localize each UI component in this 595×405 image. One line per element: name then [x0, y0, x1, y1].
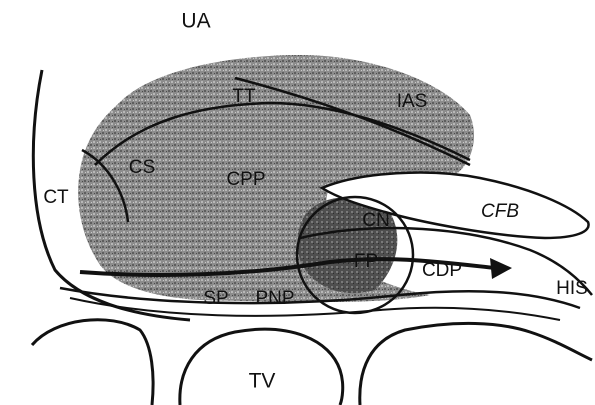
- label-sp: SP: [203, 288, 228, 309]
- valve-leaflet-right: [360, 323, 592, 405]
- label-cn: CN: [362, 210, 389, 231]
- label-ct: CT: [43, 187, 69, 208]
- label-cs: CS: [129, 157, 155, 178]
- valve-leaflet-left: [32, 320, 153, 405]
- label-fp: FP: [354, 251, 378, 272]
- label-tv: TV: [249, 370, 276, 393]
- conduction-arrowhead: [490, 258, 512, 279]
- label-his: HIS: [556, 278, 588, 299]
- label-cpp: CPP: [226, 169, 265, 190]
- label-ua: UA: [181, 10, 210, 33]
- label-pnp: PNP: [255, 288, 294, 309]
- label-cfb: CFB: [481, 201, 519, 222]
- label-tt: TT: [232, 86, 256, 107]
- valve-leaflet-middle: [180, 329, 343, 405]
- label-cdp: CDP: [422, 260, 462, 281]
- label-ias: IAS: [397, 91, 428, 112]
